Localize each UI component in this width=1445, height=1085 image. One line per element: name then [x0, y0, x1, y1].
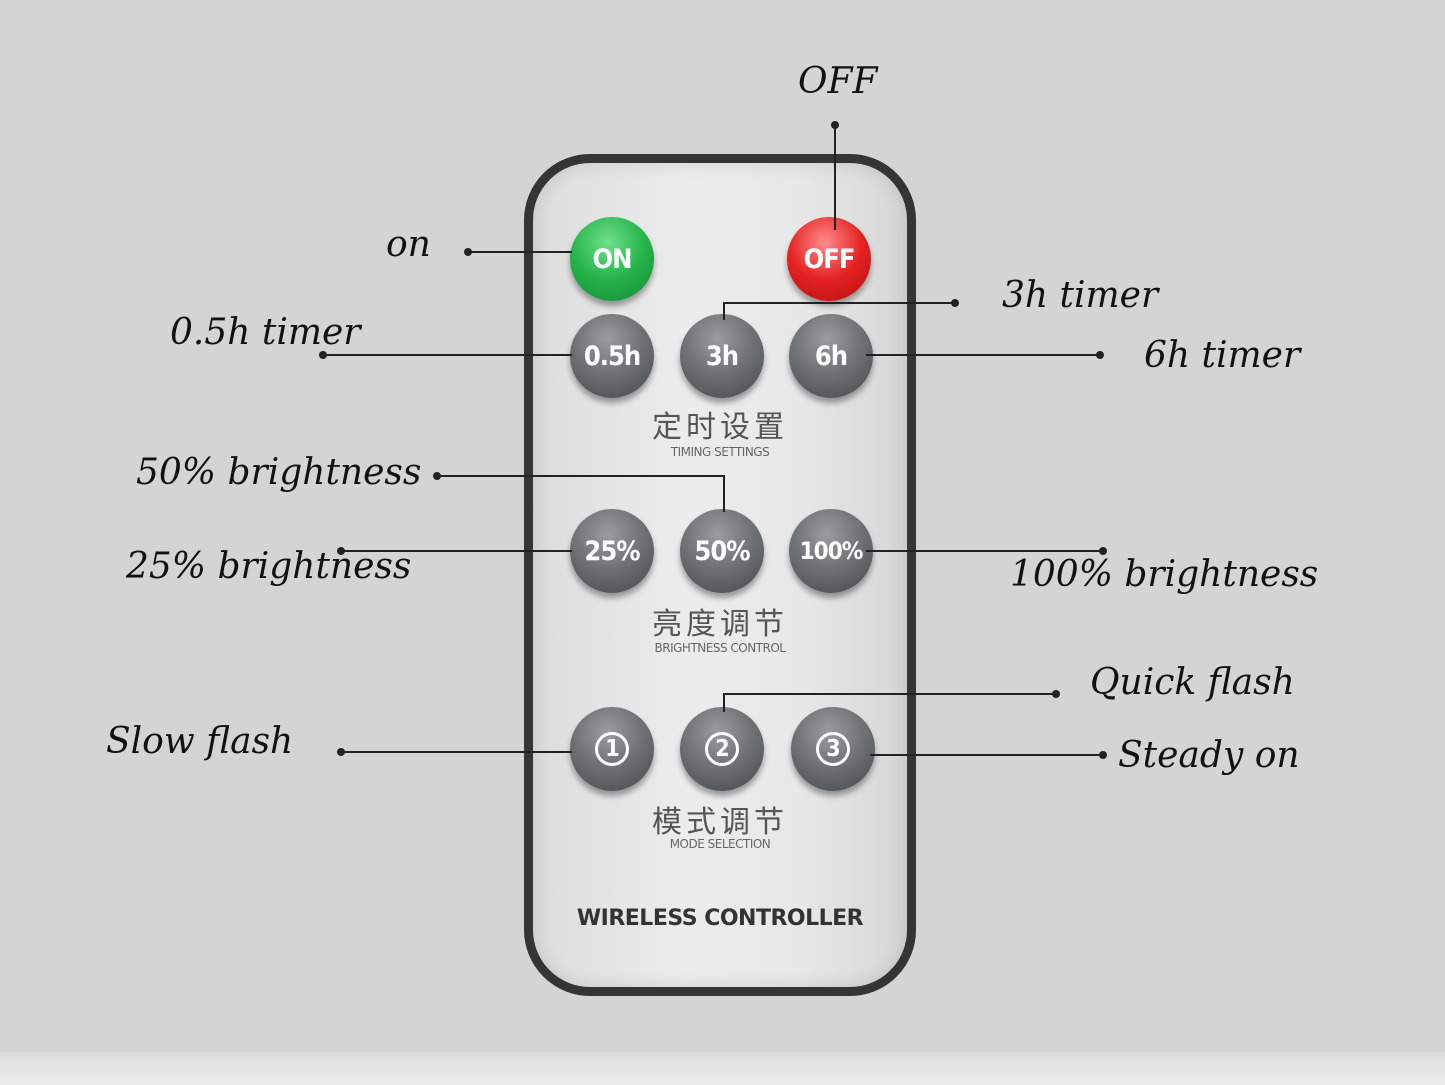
timing-section-subtitle: TIMING SETTINGS [670, 445, 770, 459]
on-button-label: ON [592, 243, 633, 275]
brightness-25-button[interactable]: 25% [570, 509, 654, 593]
leader-quick [723, 693, 1056, 712]
label-on: on [386, 224, 431, 265]
brightness-100-label: 100% [799, 537, 864, 565]
dot-6h [1096, 351, 1104, 359]
label-timer-6h: 6h timer [1144, 335, 1301, 376]
label-timer-3h: 3h timer [1002, 275, 1159, 316]
label-slow-flash: Slow flash [106, 721, 294, 762]
timer-6h-label: 6h [814, 340, 848, 372]
label-off: OFF [798, 61, 878, 102]
brightness-50-label: 50% [694, 535, 750, 567]
dot-100 [1099, 547, 1107, 555]
dot-0-5h [319, 351, 327, 359]
mode-1-label: 1 [595, 732, 629, 766]
off-button-label: OFF [803, 243, 856, 275]
mode-2-button[interactable]: 2 [680, 707, 764, 791]
dot-50 [433, 472, 441, 480]
mode-2-label: 2 [705, 732, 739, 766]
bottom-band [0, 1052, 1445, 1085]
timer-0-5h-label: 0.5h [583, 340, 641, 372]
off-button[interactable]: OFF [787, 217, 871, 301]
timer-0-5h-button[interactable]: 0.5h [570, 314, 654, 398]
label-brightness-50: 50% brightness [136, 452, 422, 493]
brand-label: WIRELESS CONTROLLER [576, 906, 864, 931]
mode-section-title: 模式调节 [652, 805, 788, 840]
label-steady-on: Steady on [1118, 735, 1300, 776]
dot-on [464, 248, 472, 256]
dot-quick [1052, 690, 1060, 698]
brightness-section-subtitle: BRIGHTNESS CONTROL [654, 641, 786, 655]
label-brightness-25: 25% brightness [126, 546, 412, 587]
timing-section-title: 定时设置 [652, 410, 788, 445]
dot-slow [337, 748, 345, 756]
timer-3h-button[interactable]: 3h [680, 314, 764, 398]
mode-3-button[interactable]: 3 [791, 707, 875, 791]
label-quick-flash: Quick flash [1090, 662, 1295, 703]
timer-6h-button[interactable]: 6h [789, 314, 873, 398]
mode-section-subtitle: MODE SELECTION [669, 837, 771, 851]
brightness-50-button[interactable]: 50% [680, 509, 764, 593]
dot-25 [337, 547, 345, 555]
mode-1-button[interactable]: 1 [570, 707, 654, 791]
leader-3h [723, 302, 955, 320]
label-timer-0-5h: 0.5h timer [170, 312, 361, 353]
timer-3h-label: 3h [705, 340, 739, 372]
brightness-100-button[interactable]: 100% [789, 509, 873, 593]
leader-50 [437, 475, 725, 512]
mode-3-label: 3 [816, 732, 850, 766]
on-button[interactable]: ON [570, 217, 654, 301]
dot-off [831, 121, 839, 129]
brightness-section-title: 亮度调节 [652, 607, 788, 642]
dot-3h [951, 299, 959, 307]
brightness-25-label: 25% [584, 535, 640, 567]
dot-steady [1099, 751, 1107, 759]
label-brightness-100: 100% brightness [1010, 554, 1319, 595]
